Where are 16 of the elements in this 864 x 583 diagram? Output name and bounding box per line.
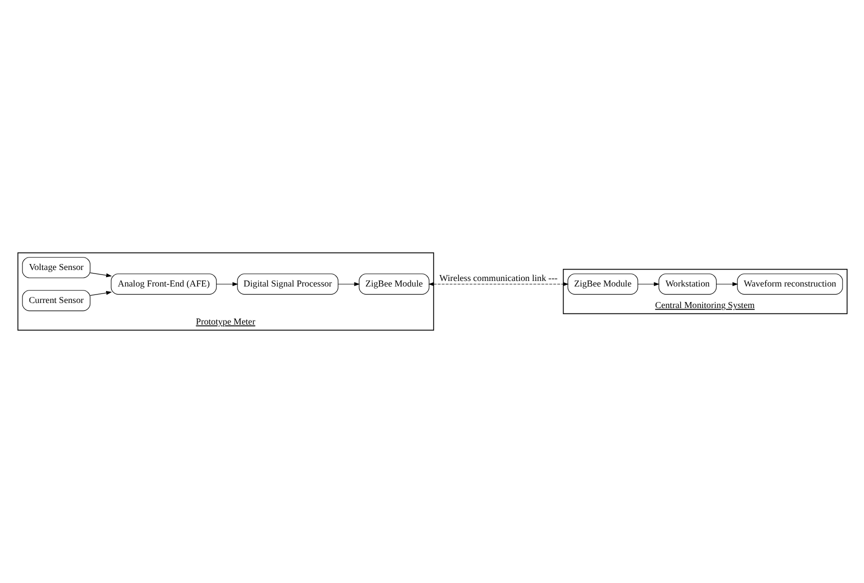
node-box: Digital Signal Processor bbox=[236, 274, 338, 295]
node-box: ZigBee Module bbox=[567, 274, 638, 295]
arrow bbox=[637, 282, 660, 286]
arrow bbox=[89, 272, 112, 278]
arrow bbox=[716, 282, 738, 286]
node-box: Waveform reconstruction bbox=[736, 274, 842, 295]
arrow bbox=[428, 282, 568, 286]
arrow bbox=[89, 290, 112, 296]
node-box: Voltage Sensor bbox=[22, 257, 90, 278]
node-box: Analog Front-End (AFE) bbox=[110, 274, 216, 295]
node-box: ZigBee Module bbox=[358, 274, 429, 295]
arrow bbox=[216, 282, 238, 286]
node-box: Current Sensor bbox=[22, 290, 90, 312]
edge-label: Wireless communication link --- bbox=[438, 273, 558, 284]
node-box: Workstation bbox=[658, 274, 716, 295]
arrow bbox=[337, 282, 360, 286]
